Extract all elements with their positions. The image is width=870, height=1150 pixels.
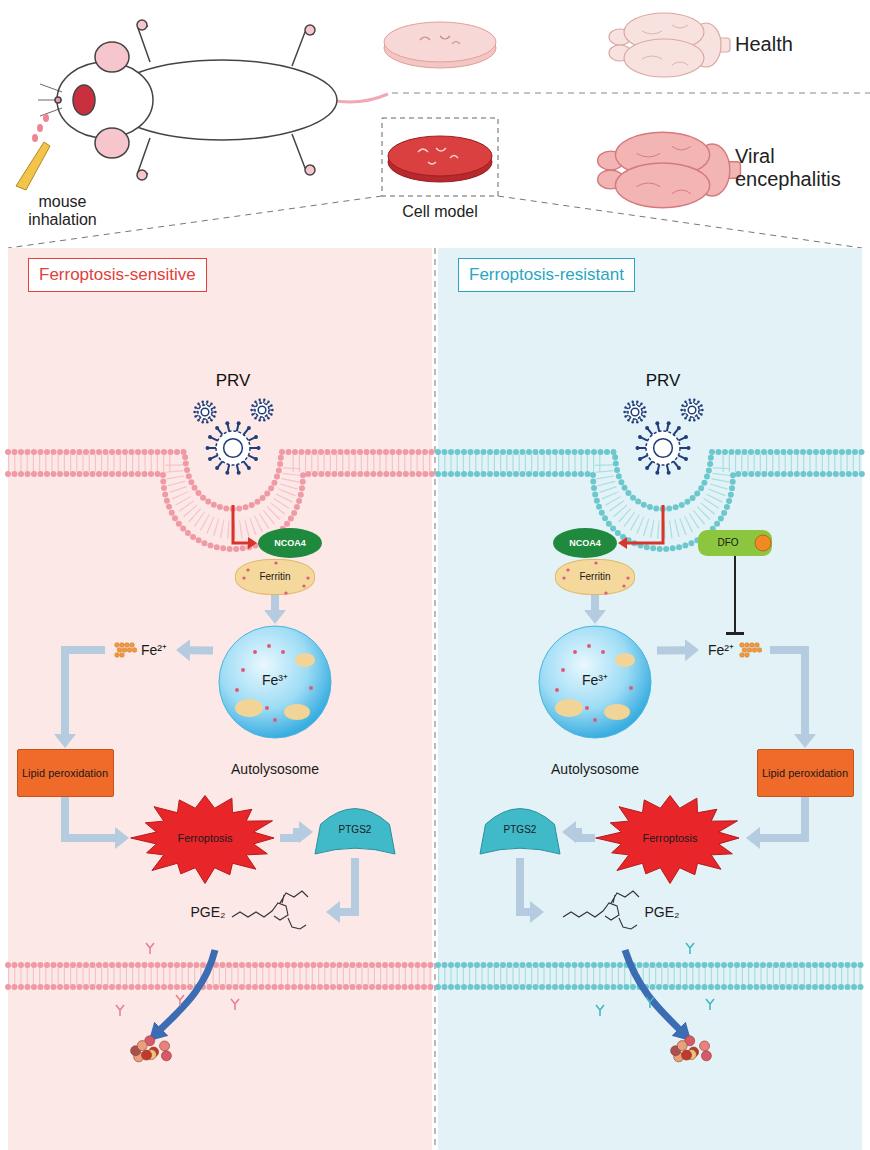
event-star: Ferroptosis	[595, 792, 745, 884]
flow-arrow	[760, 797, 805, 838]
panel-ground	[438, 248, 862, 1150]
node-label: Fe³⁺	[533, 672, 657, 688]
organelle-circle: Fe³⁺Autolysosome	[213, 625, 337, 795]
node-label: Ferritin	[259, 571, 290, 583]
flow-arrow	[271, 595, 279, 610]
flow-arrow	[340, 858, 355, 912]
released-molecules	[116, 943, 714, 1062]
event-star: Ferroptosis	[130, 792, 280, 884]
node-label: Fe³⁺	[213, 672, 337, 688]
panel-heading: Ferroptosis-resistant	[458, 258, 635, 292]
flow-arrow	[233, 505, 248, 543]
flow-arrow	[627, 505, 663, 543]
flow-arrow	[280, 832, 299, 838]
culture-dish-health	[384, 22, 496, 68]
caption-label: mouse inhalation	[5, 193, 120, 230]
flow-arrow	[657, 646, 685, 654]
viruses	[193, 399, 703, 475]
state-label: Viral encephalitis	[735, 145, 865, 191]
ion-node: Fe²⁺	[105, 636, 175, 664]
divider-line	[392, 92, 870, 93]
molecule-node: PGE₂	[175, 877, 325, 947]
protein-blob: NCOA4	[553, 528, 617, 558]
protein-blob: NCOA4	[258, 528, 322, 558]
node-label: Ferroptosis	[642, 832, 697, 845]
virus-label: PRV	[188, 371, 278, 505]
pipette	[16, 142, 50, 190]
flow-arrow	[591, 595, 599, 610]
pge2-structure	[561, 887, 641, 937]
brains	[598, 13, 741, 208]
node-label: PTGS2	[504, 824, 537, 836]
flow-arrow	[65, 650, 105, 734]
virus-label: PRV	[618, 371, 708, 505]
flow-arrow	[770, 650, 805, 734]
node-label: Fe²⁺	[141, 642, 167, 658]
panel-heading: Ferroptosis-sensitive	[28, 258, 207, 292]
flow-arrow	[190, 646, 213, 654]
culture-dish-infected	[388, 136, 492, 182]
ion-node: Fe²⁺	[700, 636, 770, 664]
node-label: DFO	[717, 537, 738, 549]
protein-blob: Ferritin	[235, 559, 315, 595]
process-box: Lipid peroxidation	[17, 749, 114, 797]
protein-blob: Ferritin	[555, 559, 635, 595]
panel-ground	[8, 248, 432, 1150]
enzyme-shape: PTGS2	[479, 806, 561, 858]
node-label: Ferritin	[579, 571, 610, 583]
mouse	[38, 20, 388, 180]
node-label: NCOA4	[274, 538, 306, 548]
organelle-name: Autolysosome	[523, 761, 667, 777]
pge2-structure	[230, 887, 310, 937]
enzyme-shape: PTGS2	[314, 806, 396, 858]
release-arrow	[160, 950, 215, 1030]
node-label: Fe²⁺	[708, 642, 734, 658]
flow-arrow	[520, 858, 530, 912]
process-box: Lipid peroxidation	[757, 749, 854, 797]
molecule-node: PGE₂	[545, 877, 695, 947]
drug-node: DFO	[698, 530, 772, 556]
node-label: Ferroptosis	[177, 832, 232, 845]
flow-arrow	[576, 832, 595, 838]
panel: PRVNCOA4FerritinDFOFe³⁺AutolysosomeFe²⁺L…	[438, 248, 862, 1150]
iron-dots	[113, 641, 137, 659]
flow-arrow	[65, 797, 115, 838]
nasal-drops	[32, 114, 49, 142]
iron-dots	[738, 641, 762, 659]
node-label: PTGS2	[339, 824, 372, 836]
organelle-name: Autolysosome	[203, 761, 347, 777]
node-label: PGE₂	[645, 904, 680, 920]
membranes	[8, 452, 862, 987]
caption-label: Cell model	[385, 203, 495, 221]
node-label: NCOA4	[569, 538, 601, 548]
release-arrow	[625, 950, 680, 1030]
node-label: PRV	[646, 371, 681, 391]
organelle-circle: Fe³⁺Autolysosome	[533, 625, 657, 795]
node-label: Lipid peroxidation	[22, 767, 108, 780]
state-label: Health	[735, 33, 845, 56]
panel: PRVNCOA4FerritinFe³⁺AutolysosomeFe²⁺Lipi…	[8, 248, 432, 1150]
node-label: Lipid peroxidation	[762, 767, 848, 780]
panel-divider	[435, 248, 436, 1150]
node-label: PGE₂	[191, 904, 226, 920]
zoom-box	[382, 118, 498, 196]
node-label: PRV	[216, 371, 251, 391]
inhibition-line	[734, 556, 736, 633]
